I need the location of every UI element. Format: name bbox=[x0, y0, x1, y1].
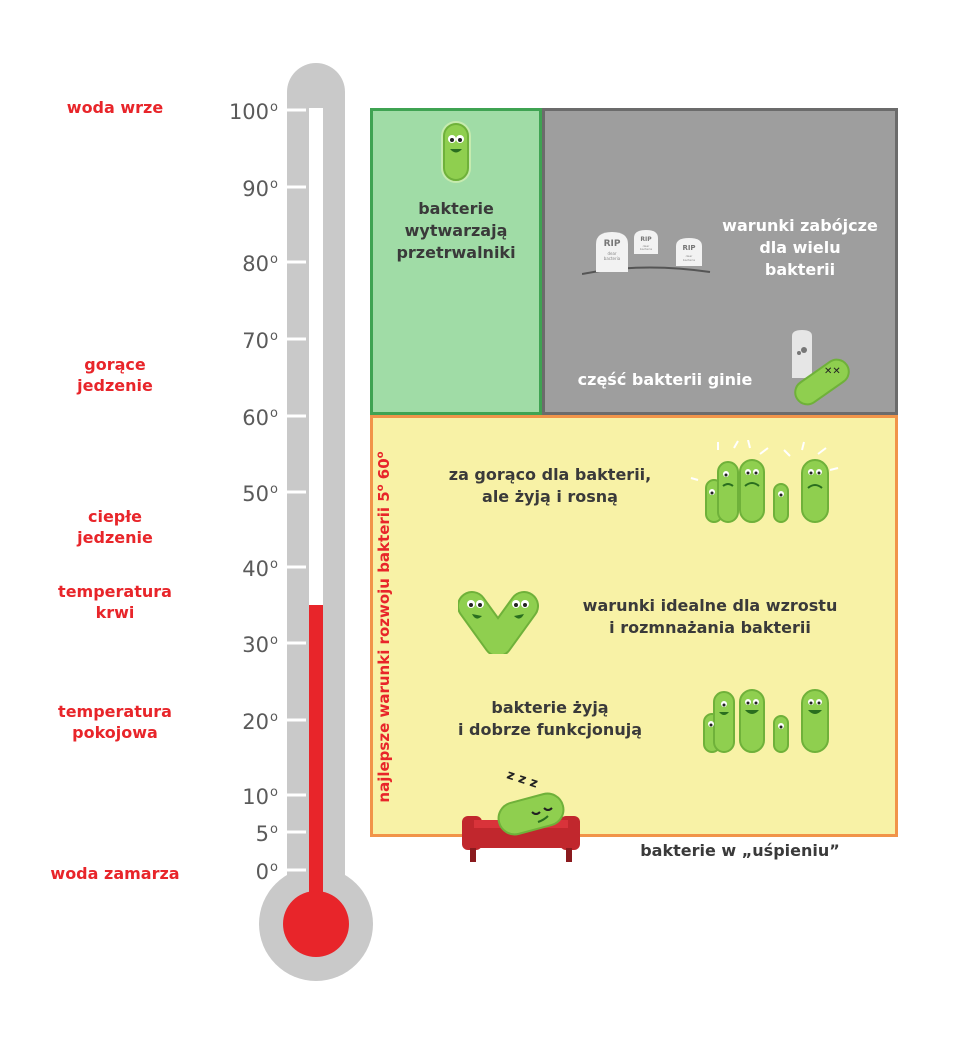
label-hot-food: gorące jedzenie bbox=[77, 355, 153, 395]
mercury-bulb bbox=[283, 891, 349, 957]
rip-sub-2b: bacteria bbox=[640, 247, 652, 251]
svg-text:✕✕: ✕✕ bbox=[824, 366, 841, 377]
sleeping-bacteria-sofa-icon: z z z bbox=[462, 768, 580, 862]
row3-text: bakterie żyją i dobrze funkcjonują bbox=[458, 698, 642, 739]
label-freezing: woda zamarza bbox=[50, 864, 180, 883]
ideal-bacteria-icon bbox=[458, 591, 539, 654]
tick-label-10: 10o bbox=[242, 785, 278, 809]
rip-sub-2a: dear bbox=[643, 244, 651, 248]
tick-label-5: 5o bbox=[255, 822, 278, 846]
label-blood: temperatura krwi bbox=[58, 582, 172, 622]
bacteria-spore-icon bbox=[441, 121, 471, 183]
zzz-text: z z z bbox=[505, 768, 540, 792]
rip-sub-3a: dear bbox=[686, 254, 694, 258]
tick-label-60: 60o bbox=[242, 406, 278, 430]
thermometer-ticks bbox=[286, 108, 306, 872]
hot-bacteria-group-icon bbox=[690, 440, 839, 523]
tick-label-90: 90o bbox=[242, 177, 278, 201]
row1-text: za gorąco dla bakterii, ale żyją i rosną bbox=[448, 465, 652, 506]
gray-box-lower-text: część bakterii ginie bbox=[577, 370, 753, 389]
tick-label-100: 100o bbox=[228, 100, 278, 124]
label-warm-food: ciepłe jedzenie bbox=[77, 507, 153, 547]
green-box-text: bakterie wytwarzają przetrwalniki bbox=[396, 199, 516, 262]
gray-box-text: warunki zabójcze dla wielu bakterii bbox=[722, 216, 878, 279]
label-room: temperatura pokojowa bbox=[58, 702, 172, 742]
row2-text: warunki idealne dla wzrostu i rozmnażani… bbox=[582, 596, 838, 637]
rip-text-3: RIP bbox=[682, 244, 695, 252]
tick-label-30: 30o bbox=[242, 633, 278, 657]
sleeping-label: bakterie w „uśpieniu” bbox=[640, 841, 840, 860]
tick-label-70: 70o bbox=[242, 329, 278, 353]
tick-label-0: 0o bbox=[255, 860, 278, 884]
healthy-bacteria-group-icon bbox=[703, 689, 829, 753]
tick-label-20: 20o bbox=[242, 710, 278, 734]
tick-label-50: 50o bbox=[242, 482, 278, 506]
tick-label-40: 40o bbox=[242, 557, 278, 581]
rip-sub-1b: bacteria bbox=[604, 256, 621, 261]
tick-label-80: 80o bbox=[242, 252, 278, 276]
label-boiling: woda wrze bbox=[66, 98, 164, 117]
rip-text-1: RIP bbox=[604, 239, 621, 249]
dying-bacteria-icon: ✕✕ bbox=[792, 330, 850, 406]
rip-sub-3b: bacteria bbox=[683, 258, 695, 262]
rip-sub-1a: dear bbox=[607, 251, 616, 256]
mercury-column bbox=[309, 605, 323, 900]
rip-text-2: RIP bbox=[640, 236, 652, 243]
tombstones-icon: RIP dear bacteria RIP dear bacteria RIP … bbox=[582, 230, 711, 275]
